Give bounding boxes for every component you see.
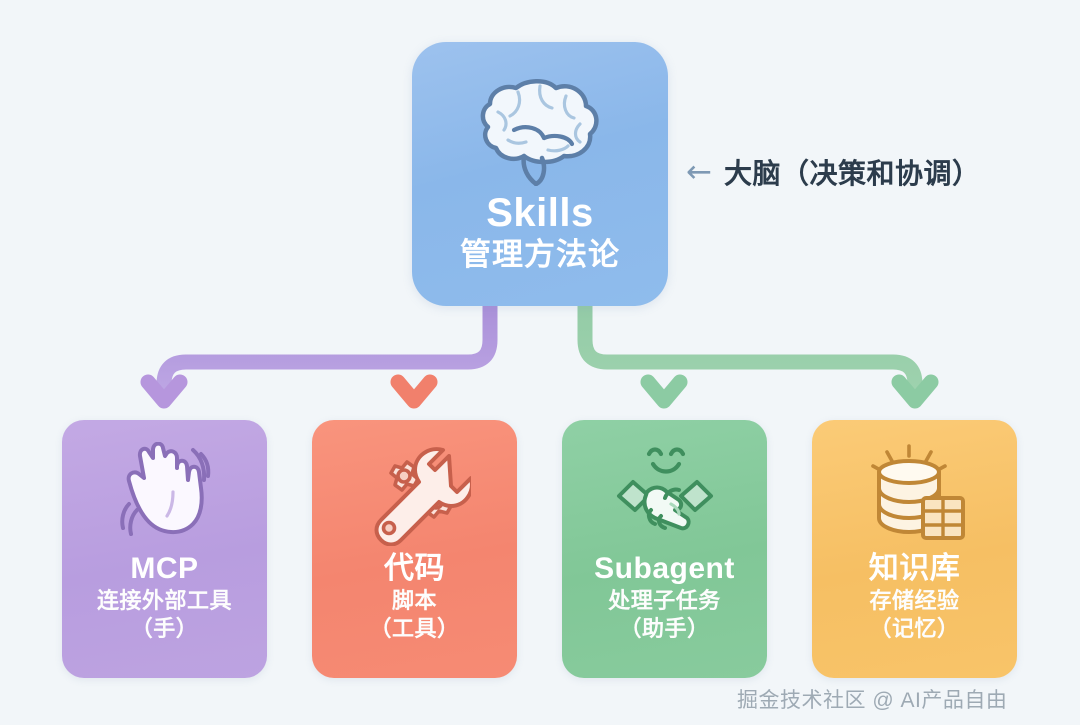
annotation-brain: ← 大脑（决策和协调） — [686, 152, 981, 192]
node-card-mcp[interactable]: MCP 连接外部工具 （手） — [62, 420, 267, 678]
node-desc: 处理子任务 — [608, 587, 721, 613]
root-title: Skills — [486, 191, 594, 235]
node-note: （助手） — [619, 615, 710, 641]
root-subtitle: 管理方法论 — [460, 237, 620, 272]
watermark: 掘金技术社区 @ AI产品自由 — [737, 689, 1008, 712]
arrowhead-code — [390, 374, 438, 409]
wrench-gear-icon — [374, 447, 471, 546]
brain-icon — [480, 79, 599, 186]
left-arrow-icon: ← — [686, 153, 712, 190]
connector-root-to-knowledge-base — [577, 292, 923, 400]
connector-root-to-mcp — [156, 292, 498, 400]
arrowhead-mcp — [140, 374, 188, 409]
root-card-skills[interactable]: Skills 管理方法论 — [412, 42, 668, 306]
database-icon — [870, 444, 965, 540]
node-title: MCP — [130, 552, 199, 585]
node-card-subagent[interactable]: Subagent 处理子任务 （助手） — [562, 420, 767, 678]
node-note: （记忆） — [869, 615, 960, 641]
node-card-code[interactable]: 代码 脚本 （工具） — [312, 420, 517, 678]
node-note: （工具） — [369, 615, 460, 641]
waving-hand-icon — [119, 442, 210, 536]
node-title: 知识库 — [868, 552, 961, 585]
node-desc: 连接外部工具 — [96, 587, 232, 613]
node-note: （手） — [130, 615, 199, 641]
arrowhead-knowledge-base — [891, 374, 939, 409]
node-title: 代码 — [384, 552, 445, 585]
handshake-icon — [616, 447, 713, 531]
node-desc: 存储经验 — [869, 587, 960, 613]
node-title: Subagent — [594, 552, 735, 585]
node-card-knowledge-base[interactable]: 知识库 存储经验 （记忆） — [812, 420, 1017, 678]
node-desc: 脚本 — [391, 587, 437, 613]
arrowhead-subagent — [640, 374, 688, 409]
annotation-label: 大脑（决策和协调） — [723, 158, 981, 189]
